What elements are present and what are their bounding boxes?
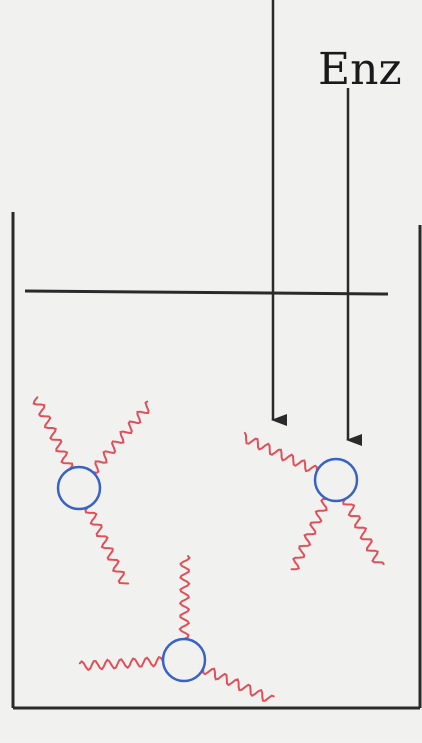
particle-core-circle [161, 637, 207, 683]
liquid-surface-line [24, 289, 389, 296]
polymer-chain [243, 431, 318, 473]
polymer-chain [32, 396, 74, 471]
enzyme-label: Enz [318, 44, 402, 95]
particle-core-circle [313, 457, 359, 503]
polymer-chain [290, 497, 328, 571]
particle-core-circle [56, 465, 102, 511]
particle-bottom [78, 555, 275, 702]
polymer-chain [78, 656, 164, 672]
polymer-chain [178, 555, 191, 640]
polymer-chain [91, 400, 150, 474]
particle-left [32, 396, 150, 585]
container [11, 212, 422, 710]
particles [32, 396, 385, 702]
particle-right [243, 431, 385, 571]
polymer-chain [202, 667, 275, 702]
polymer-chain [84, 506, 130, 585]
polymer-chain [342, 497, 385, 566]
